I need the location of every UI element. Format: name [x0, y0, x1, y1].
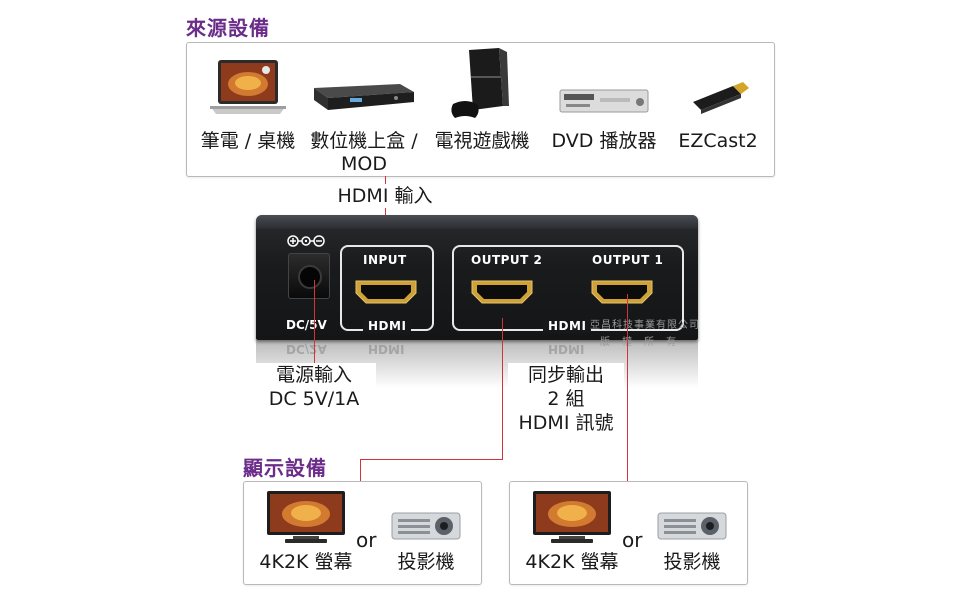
- reflection-hdmi-output: HDMI: [548, 342, 585, 356]
- dc-port-label: DC/5V: [286, 318, 327, 332]
- power-label: 電源輸入 DC 5V/1A: [252, 363, 376, 411]
- display-group-2-tv: 4K2K 螢幕: [518, 489, 626, 574]
- dc-jack: [288, 253, 330, 299]
- display-group-1-projector: 投影機: [378, 489, 474, 574]
- source-set-top-box: 數位機上盒 / MOD: [302, 58, 426, 176]
- power-label-line2: DC 5V/1A: [268, 388, 360, 410]
- input-wire: [385, 176, 386, 246]
- input-label: HDMI 輸入: [330, 184, 440, 208]
- set-top-box-icon: [314, 84, 414, 110]
- projector-icon: [657, 512, 727, 540]
- output2-wire-horizontal: [360, 459, 503, 460]
- display-group-2-tv-label: 4K2K 螢幕: [525, 551, 619, 573]
- input-port-label: INPUT: [363, 253, 407, 267]
- source-dvd-player-label: DVD 播放器: [551, 130, 657, 152]
- source-game-console-label: 電視遊戲機: [434, 130, 530, 152]
- output-label-line3: HDMI 訊號: [518, 412, 614, 434]
- source-set-top-box-label-2: MOD: [341, 153, 387, 175]
- output2-wire-vertical: [502, 318, 503, 460]
- output-label-line2: 2 組: [547, 388, 585, 410]
- laptop-icon: [210, 60, 286, 114]
- tv-icon: [267, 491, 345, 543]
- reflection-hdmi-input: HDMI: [368, 342, 405, 356]
- hdmi-output2-port: [471, 280, 533, 304]
- source-hdmi-dongle-label: EZCast2: [678, 130, 758, 152]
- power-label-line1: 電源輸入: [275, 364, 352, 386]
- source-laptop-label: 筆電 / 桌機: [200, 130, 296, 152]
- display-group-1-projector-label: 投影機: [397, 551, 455, 573]
- hdmi-input-port: [355, 280, 417, 304]
- display-group-1-tv: 4K2K 螢幕: [252, 489, 360, 574]
- output1-wire: [627, 294, 628, 482]
- power-wire: [314, 280, 315, 366]
- source-dvd-player: DVD 播放器: [540, 58, 668, 153]
- output1-port-label: OUTPUT 1: [592, 253, 664, 267]
- output2-port-label: OUTPUT 2: [471, 253, 543, 267]
- output-label-line1: 同步輸出: [527, 364, 604, 386]
- reflection-dc-label: DC/2A: [286, 342, 327, 356]
- output2-wire-drop: [360, 459, 361, 481]
- hdmi-splitter: DC/5V INPUT HDMI OUTPUT 2 OUTPUT 1 HDMI: [256, 215, 698, 340]
- game-console-icon: [451, 48, 509, 118]
- source-set-top-box-label-1: 數位機上盒 /: [310, 130, 418, 152]
- displays-title: 顯示設備: [243, 456, 327, 480]
- source-laptop: 筆電 / 桌機: [196, 58, 300, 153]
- hdmi-output1-port: [591, 280, 653, 304]
- hdmi-dongle-icon: [693, 82, 749, 114]
- watermark-line1: 亞昌科技事業有限公司: [590, 320, 700, 331]
- watermark-line2: 版 權 所 有: [600, 337, 677, 348]
- splitter-top: [256, 215, 698, 229]
- output-label: 同步輸出 2 組 HDMI 訊號: [508, 363, 624, 435]
- display-group-2-or: or: [622, 528, 643, 552]
- projector-icon: [391, 512, 461, 540]
- source-game-console: 電視遊戲機: [430, 46, 534, 153]
- display-group-1-or: or: [356, 528, 377, 552]
- display-group-2-projector-label: 投影機: [663, 551, 721, 573]
- display-group-2-projector: 投影機: [644, 489, 740, 574]
- sources-title: 來源設備: [186, 16, 270, 40]
- input-hdmi-tag: HDMI: [363, 319, 412, 333]
- display-group-1-tv-label: 4K2K 螢幕: [259, 551, 353, 573]
- output-hdmi-tag: HDMI: [543, 319, 592, 333]
- dvd-player-icon: [559, 89, 649, 113]
- source-hdmi-dongle: EZCast2: [668, 58, 768, 153]
- tv-icon: [533, 491, 611, 543]
- polarity-icon: [287, 235, 325, 247]
